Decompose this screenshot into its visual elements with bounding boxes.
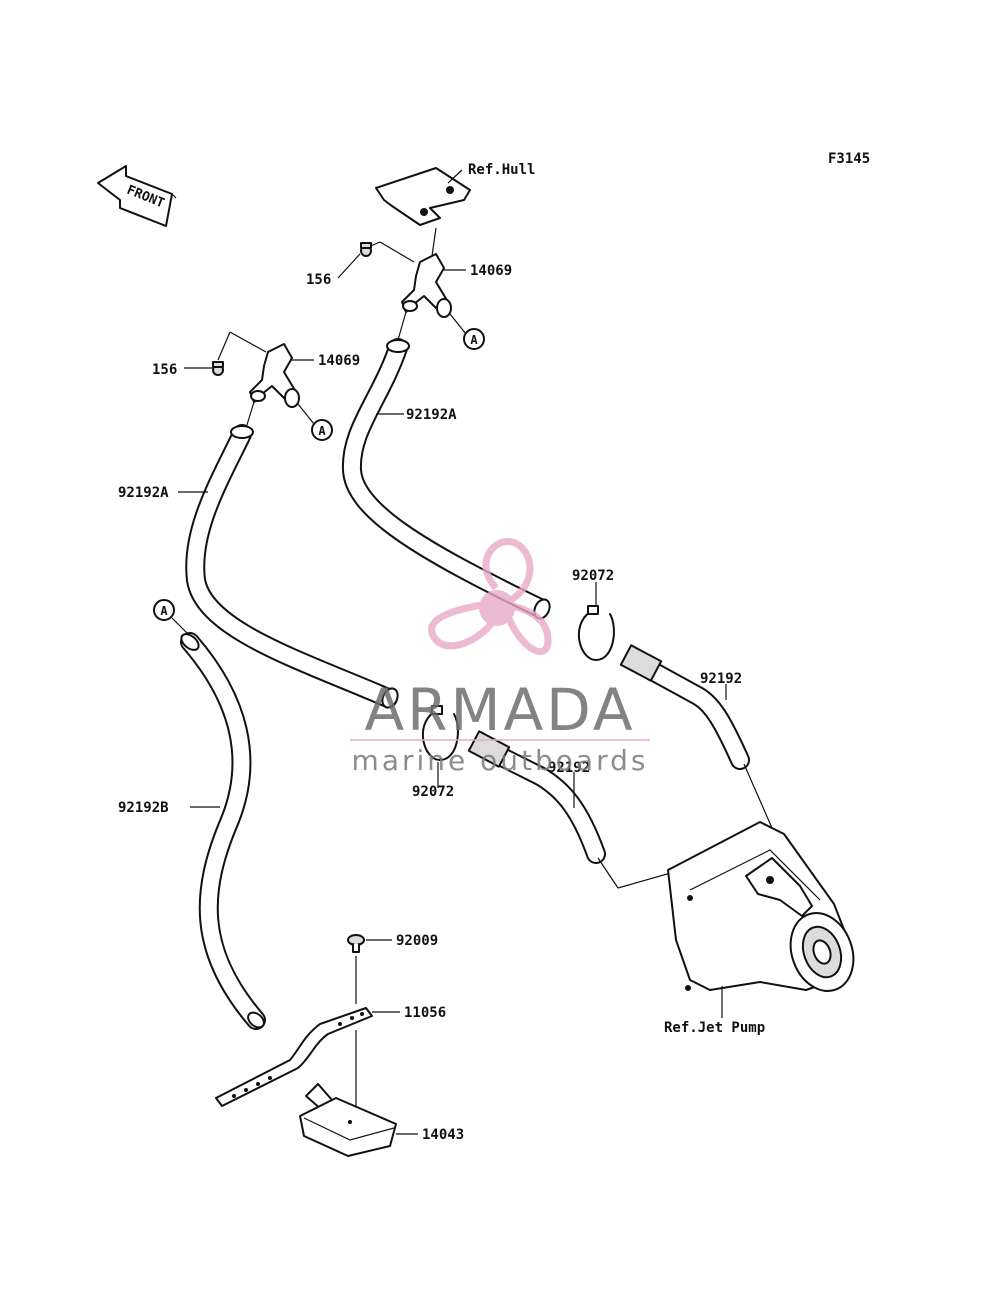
bracket-label: 11056 bbox=[404, 1005, 446, 1021]
bolt-top-icon bbox=[360, 242, 372, 257]
hose-92192-center bbox=[467, 730, 606, 864]
hose-right-label: 92192 bbox=[700, 671, 742, 687]
callout-a-left-text: A bbox=[318, 424, 326, 438]
screw-label: 92009 bbox=[396, 933, 438, 949]
bolt-left-icon bbox=[212, 361, 224, 376]
propeller-logo-icon bbox=[428, 538, 552, 655]
watermark-brand: ARMADA bbox=[364, 676, 635, 744]
figure-code: F3145 bbox=[828, 151, 870, 167]
callout-a-top-text: A bbox=[470, 333, 478, 347]
screw-icon bbox=[347, 934, 365, 953]
bracket bbox=[215, 1007, 373, 1107]
fitting-top bbox=[401, 253, 452, 318]
clamp-left-label: 92072 bbox=[412, 784, 454, 800]
hose-92192a-right bbox=[341, 338, 551, 620]
hose-center-label: 92192 bbox=[548, 760, 590, 776]
bolt-left-label: 156 bbox=[152, 362, 177, 378]
strainer bbox=[299, 1083, 397, 1157]
watermark-tagline: marine outboards bbox=[352, 744, 649, 777]
hose-a-right-label: 92192A bbox=[406, 407, 457, 423]
watermark: ARMADA marine outboards bbox=[350, 538, 650, 777]
hose-92192b bbox=[180, 632, 266, 1030]
hose-92192-right bbox=[619, 644, 750, 770]
clamp-right bbox=[578, 605, 615, 661]
fitting-top-label: 14069 bbox=[470, 263, 512, 279]
jet-pump bbox=[667, 821, 855, 992]
bolt-top-label: 156 bbox=[306, 272, 331, 288]
callout-a-bottom bbox=[153, 599, 175, 621]
fitting-left bbox=[249, 343, 300, 408]
hose-b-label: 92192B bbox=[118, 800, 169, 816]
callout-a-left bbox=[311, 419, 333, 441]
clamp-right-label: 92072 bbox=[572, 568, 614, 584]
front-arrow-icon: FRONT bbox=[97, 165, 177, 227]
ref-jet-pump-label: Ref.Jet Pump bbox=[664, 1020, 765, 1036]
callout-a-bottom-text: A bbox=[160, 604, 168, 618]
clamp-left bbox=[422, 705, 459, 761]
fitting-left-label: 14069 bbox=[318, 353, 360, 369]
callout-a-top bbox=[463, 328, 485, 350]
hull-bracket bbox=[375, 167, 471, 226]
ref-hull-label: Ref.Hull bbox=[468, 162, 535, 178]
hose-a-left-label: 92192A bbox=[118, 485, 169, 501]
strainer-label: 14043 bbox=[422, 1127, 464, 1143]
hose-92192a-left bbox=[185, 424, 399, 709]
